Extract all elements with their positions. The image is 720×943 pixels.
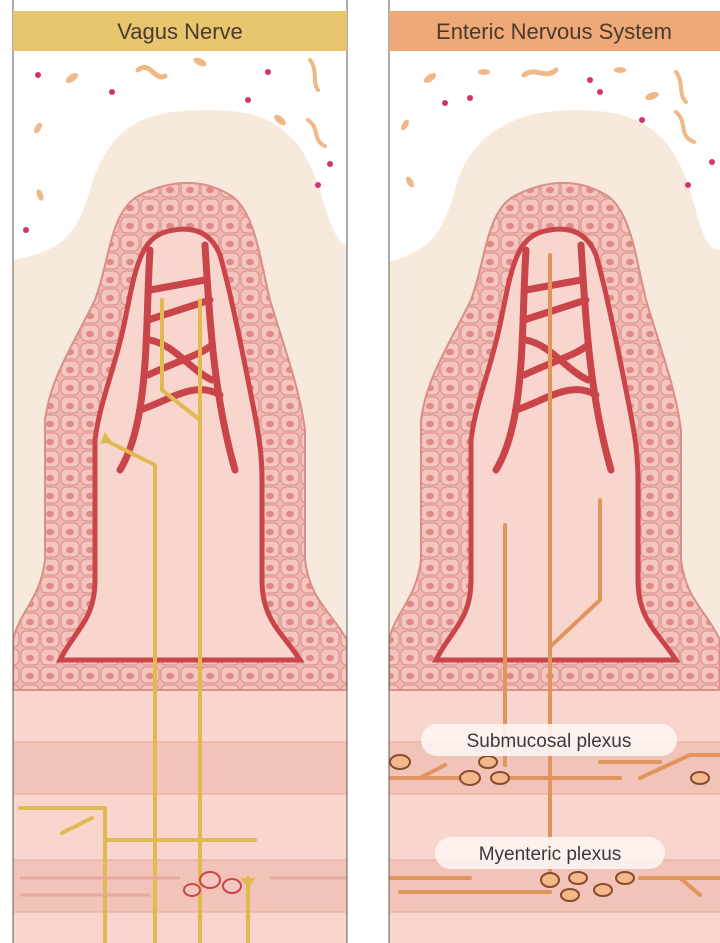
muscle-band (13, 860, 347, 912)
right-panel-title: Enteric Nervous System (436, 19, 672, 44)
submucosal-plexus-label: Submucosal plexus (467, 731, 632, 752)
myenteric-plexus-label: Myenteric plexus (479, 844, 622, 865)
left-panel-title: Vagus Nerve (117, 19, 243, 44)
submucosa-band (13, 742, 347, 794)
left-panel (13, 0, 347, 943)
right-panel: Submucosal plexus Myenteric plexus (389, 0, 720, 943)
